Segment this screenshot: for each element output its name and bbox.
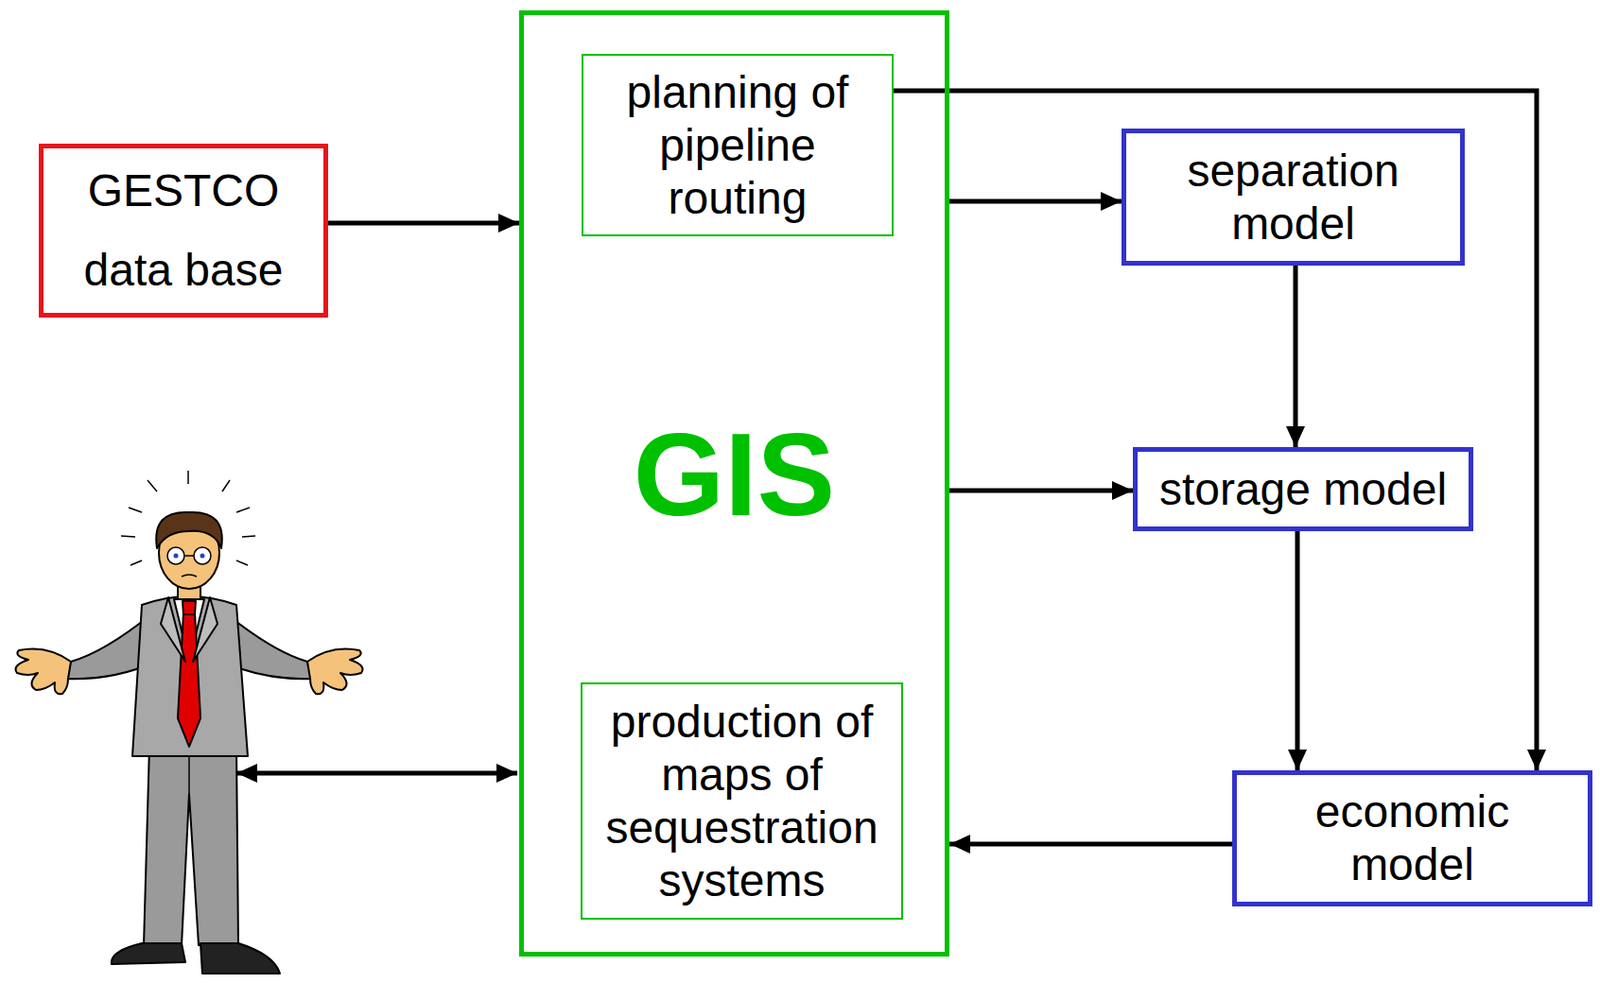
node-label: GIS [633,413,836,537]
flow-arrow [328,221,520,227]
flow-arrow [949,488,1133,494]
flow-arrow [893,90,1537,771]
person-figure [16,470,364,974]
node-label: planning of pipeline routing [596,66,879,226]
person-arrow [236,771,518,777]
flow-arrow [949,842,1233,848]
flow-arrow [949,199,1122,205]
gis-box: GIS planning of pipeline routing productio… [519,10,950,957]
database-box: GESTCO data base [38,143,329,318]
model-box: economic model [1232,770,1593,907]
model-box: storage model [1132,447,1474,532]
node-label: GESTCO data base [56,151,311,311]
flow-arrow [1293,265,1299,448]
node-label: production of maps of sequestration syst… [595,695,888,908]
node-label: storage model [1159,463,1447,517]
model-box: separation model [1121,128,1465,266]
node-label: separation model [1139,144,1447,251]
process-box: planning of pipeline routing [581,53,894,237]
flow-arrow [1295,531,1301,771]
node-label: economic model [1250,785,1575,892]
process-box: production of maps of sequestration syst… [580,682,904,921]
